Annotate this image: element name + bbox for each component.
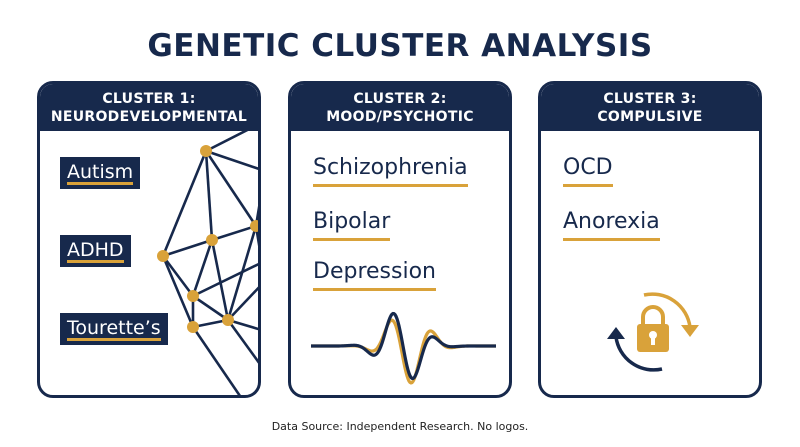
- disorder-item: Anorexia: [563, 209, 660, 241]
- wave-icon: [311, 311, 496, 385]
- page-title: GENETIC CLUSTER ANALYSIS: [147, 28, 653, 64]
- disorder-item: Bipolar: [313, 209, 391, 241]
- footer-source: Data Source: Independent Research. No lo…: [271, 420, 529, 433]
- cluster-name: MOOD/PSYCHOTIC: [326, 108, 474, 125]
- cluster-header-2: CLUSTER 2: MOOD/PSYCHOTIC: [291, 84, 509, 131]
- disorder-tag: Autism: [60, 157, 141, 189]
- cluster-card-3: CLUSTER 3: COMPULSIVE OCD Anorexia: [538, 81, 762, 398]
- disorder-item: Depression: [313, 259, 436, 291]
- disorder-item: OCD: [563, 155, 613, 187]
- cluster-header-1: CLUSTER 1: NEURODEVELOPMENTAL: [40, 84, 258, 131]
- cluster-body-3: OCD Anorexia: [541, 131, 759, 395]
- disorder-tag: Tourette’s: [60, 313, 168, 345]
- network-graph-icon: [157, 131, 258, 395]
- cluster-number: CLUSTER 1:: [102, 90, 196, 107]
- cluster-card-1: CLUSTER 1: NEURODEVELOPMENTAL: [37, 81, 261, 398]
- cluster-number: CLUSTER 2:: [353, 90, 447, 107]
- wave-line: [311, 311, 496, 381]
- disorder-item: Schizophrenia: [313, 155, 468, 187]
- cluster-body-2: Schizophrenia Bipolar Depression: [291, 131, 509, 395]
- cycle-lock-icon: [607, 292, 699, 372]
- cluster-name: NEURODEVELOPMENTAL: [50, 108, 248, 125]
- cluster-name: COMPULSIVE: [597, 108, 703, 125]
- cluster-body-1: Autism ADHD Tourette’s: [40, 131, 258, 395]
- disorder-tag: ADHD: [60, 235, 131, 267]
- cluster-card-2: CLUSTER 2: MOOD/PSYCHOTIC Schizophrenia …: [288, 81, 512, 398]
- cluster-number: CLUSTER 3:: [603, 90, 697, 107]
- cluster-header-3: CLUSTER 3: COMPULSIVE: [541, 84, 759, 131]
